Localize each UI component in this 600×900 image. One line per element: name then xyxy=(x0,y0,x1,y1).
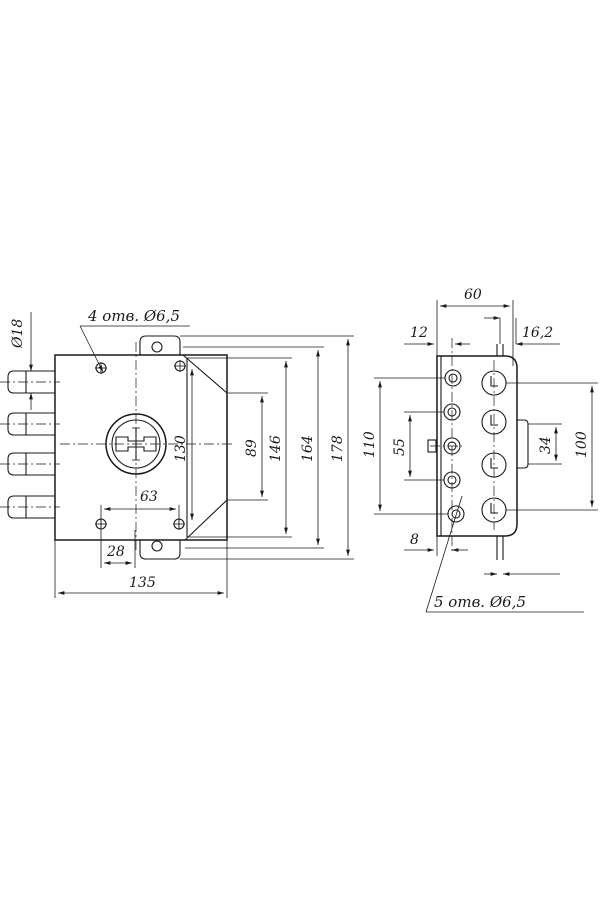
height-164-label: 164 xyxy=(300,435,316,462)
callout-5-holes: 5 отв. Ø6,5 xyxy=(425,495,584,613)
dimension-height-130: 130 xyxy=(173,369,194,520)
spacing-63-label: 63 xyxy=(140,489,158,505)
bottom-mounting-tab xyxy=(139,540,181,560)
dimension-height-55: 55 xyxy=(392,411,444,481)
height-146-label: 146 xyxy=(268,435,284,462)
dimension-height-178: 178 xyxy=(180,335,354,560)
dimension-spacing-63: 63 xyxy=(100,489,180,528)
dimension-height-34: 34 xyxy=(528,423,562,465)
mounting-hole-2 xyxy=(174,360,186,372)
dimension-width-135: 135 xyxy=(54,500,228,598)
dimension-offset-8: 8 xyxy=(404,532,468,556)
dimension-offset-16-2: 16,2 xyxy=(484,316,560,346)
dimension-width-60: 60 xyxy=(436,287,514,366)
dimension-height-110: 110 xyxy=(362,377,448,515)
height-34-label: 34 xyxy=(538,436,554,454)
dimension-bolt-diameter: Ø18 xyxy=(10,312,33,410)
faceplate xyxy=(182,354,228,541)
dimension-height-100: 100 xyxy=(506,382,598,511)
dimension-height-164: 164 xyxy=(183,346,324,549)
lock-side-view: 60 12 16,2 110 55 xyxy=(362,287,598,613)
dimension-spacing-28: 28 xyxy=(100,530,136,568)
width-60-label: 60 xyxy=(464,287,482,303)
dimension-height-146: 146 xyxy=(187,357,292,538)
height-130-label: 130 xyxy=(173,435,189,462)
offset-16-2-label: 16,2 xyxy=(522,325,553,341)
lock-front-view: Ø18 xyxy=(0,307,354,598)
offset-12-label: 12 xyxy=(410,325,428,341)
width-135-label: 135 xyxy=(129,575,156,591)
top-mounting-tab xyxy=(139,335,181,355)
callout-4-holes: 4 отв. Ø6,5 xyxy=(79,307,190,373)
dimension-height-89: 89 xyxy=(227,392,268,501)
height-55-label: 55 xyxy=(392,438,408,456)
holes-callout-5: 5 отв. Ø6,5 xyxy=(434,593,526,611)
dimension-offset-12: 12 xyxy=(404,325,470,346)
side-latch xyxy=(517,419,529,469)
height-89-label: 89 xyxy=(244,439,260,457)
spacing-28-label: 28 xyxy=(106,544,125,560)
offset-8-label: 8 xyxy=(410,532,419,548)
bolt-diameter-label: Ø18 xyxy=(10,319,26,349)
side-faceplate xyxy=(436,355,518,537)
bolts xyxy=(7,370,55,519)
holes-callout-4: 4 отв. Ø6,5 xyxy=(87,307,180,325)
side-hole-1 xyxy=(444,369,462,387)
height-110-label: 110 xyxy=(362,431,378,458)
height-100-label: 100 xyxy=(574,431,590,458)
height-178-label: 178 xyxy=(330,435,346,462)
